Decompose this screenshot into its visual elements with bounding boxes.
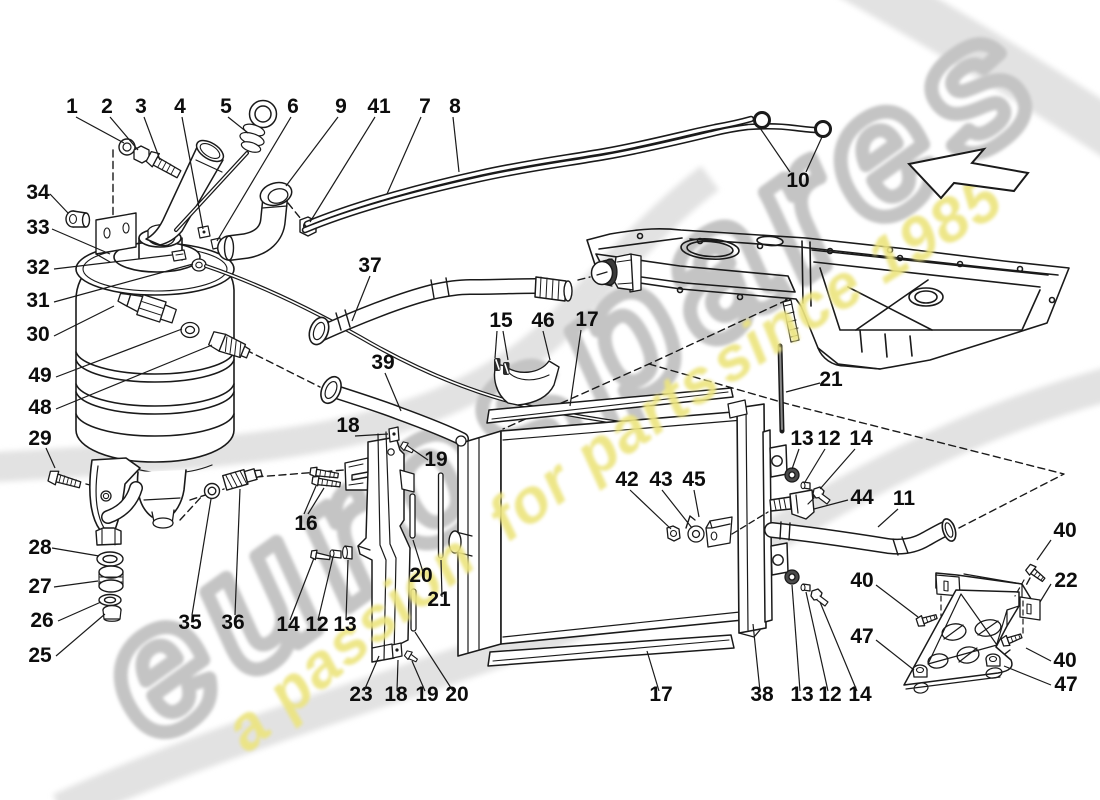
svg-text:17: 17 [649,683,672,706]
svg-text:13: 13 [790,427,813,450]
svg-text:15: 15 [489,309,513,332]
svg-text:30: 30 [26,323,49,346]
svg-text:14: 14 [848,683,872,706]
svg-text:41: 41 [367,95,391,118]
svg-text:39: 39 [371,351,394,374]
svg-text:4: 4 [174,95,186,118]
svg-text:19: 19 [415,683,438,706]
svg-text:5: 5 [220,95,232,118]
svg-text:9: 9 [335,95,347,118]
svg-text:14: 14 [276,613,300,636]
svg-text:27: 27 [28,575,51,598]
svg-text:45: 45 [682,468,706,491]
svg-text:13: 13 [333,613,356,636]
svg-text:29: 29 [28,427,51,450]
svg-text:37: 37 [358,254,381,277]
svg-text:7: 7 [419,95,431,118]
svg-text:20: 20 [445,683,468,706]
svg-text:28: 28 [28,536,52,559]
svg-text:23: 23 [349,683,372,706]
svg-text:21: 21 [427,588,451,611]
svg-text:34: 34 [26,181,50,204]
svg-text:48: 48 [28,396,52,419]
svg-text:3: 3 [135,95,147,118]
svg-text:18: 18 [384,683,408,706]
svg-text:17: 17 [575,308,598,331]
svg-text:40: 40 [1053,649,1076,672]
svg-text:40: 40 [1053,519,1076,542]
svg-text:14: 14 [849,427,873,450]
svg-text:6: 6 [287,95,299,118]
svg-text:2: 2 [101,95,113,118]
svg-text:20: 20 [409,564,432,587]
svg-text:18: 18 [336,414,360,437]
svg-text:22: 22 [1054,569,1077,592]
svg-text:16: 16 [294,512,317,535]
svg-text:38: 38 [750,683,774,706]
svg-text:21: 21 [819,368,843,391]
svg-text:47: 47 [850,625,873,648]
svg-text:44: 44 [850,486,874,509]
svg-text:31: 31 [26,289,50,312]
svg-text:40: 40 [850,569,873,592]
svg-text:10: 10 [786,169,809,192]
svg-text:8: 8 [449,95,461,118]
svg-text:33: 33 [26,216,49,239]
svg-text:26: 26 [30,609,53,632]
svg-text:36: 36 [221,611,244,634]
svg-text:35: 35 [178,611,202,634]
svg-text:32: 32 [26,256,49,279]
svg-text:42: 42 [615,468,638,491]
svg-text:47: 47 [1054,673,1077,696]
svg-text:12: 12 [817,427,840,450]
svg-text:43: 43 [649,468,672,491]
svg-text:11: 11 [893,487,916,510]
svg-text:13: 13 [790,683,813,706]
svg-text:49: 49 [28,364,51,387]
svg-text:19: 19 [424,448,447,471]
svg-text:12: 12 [818,683,841,706]
svg-text:1: 1 [66,95,78,118]
svg-text:12: 12 [305,613,328,636]
svg-text:46: 46 [531,309,554,332]
svg-text:25: 25 [28,644,52,667]
